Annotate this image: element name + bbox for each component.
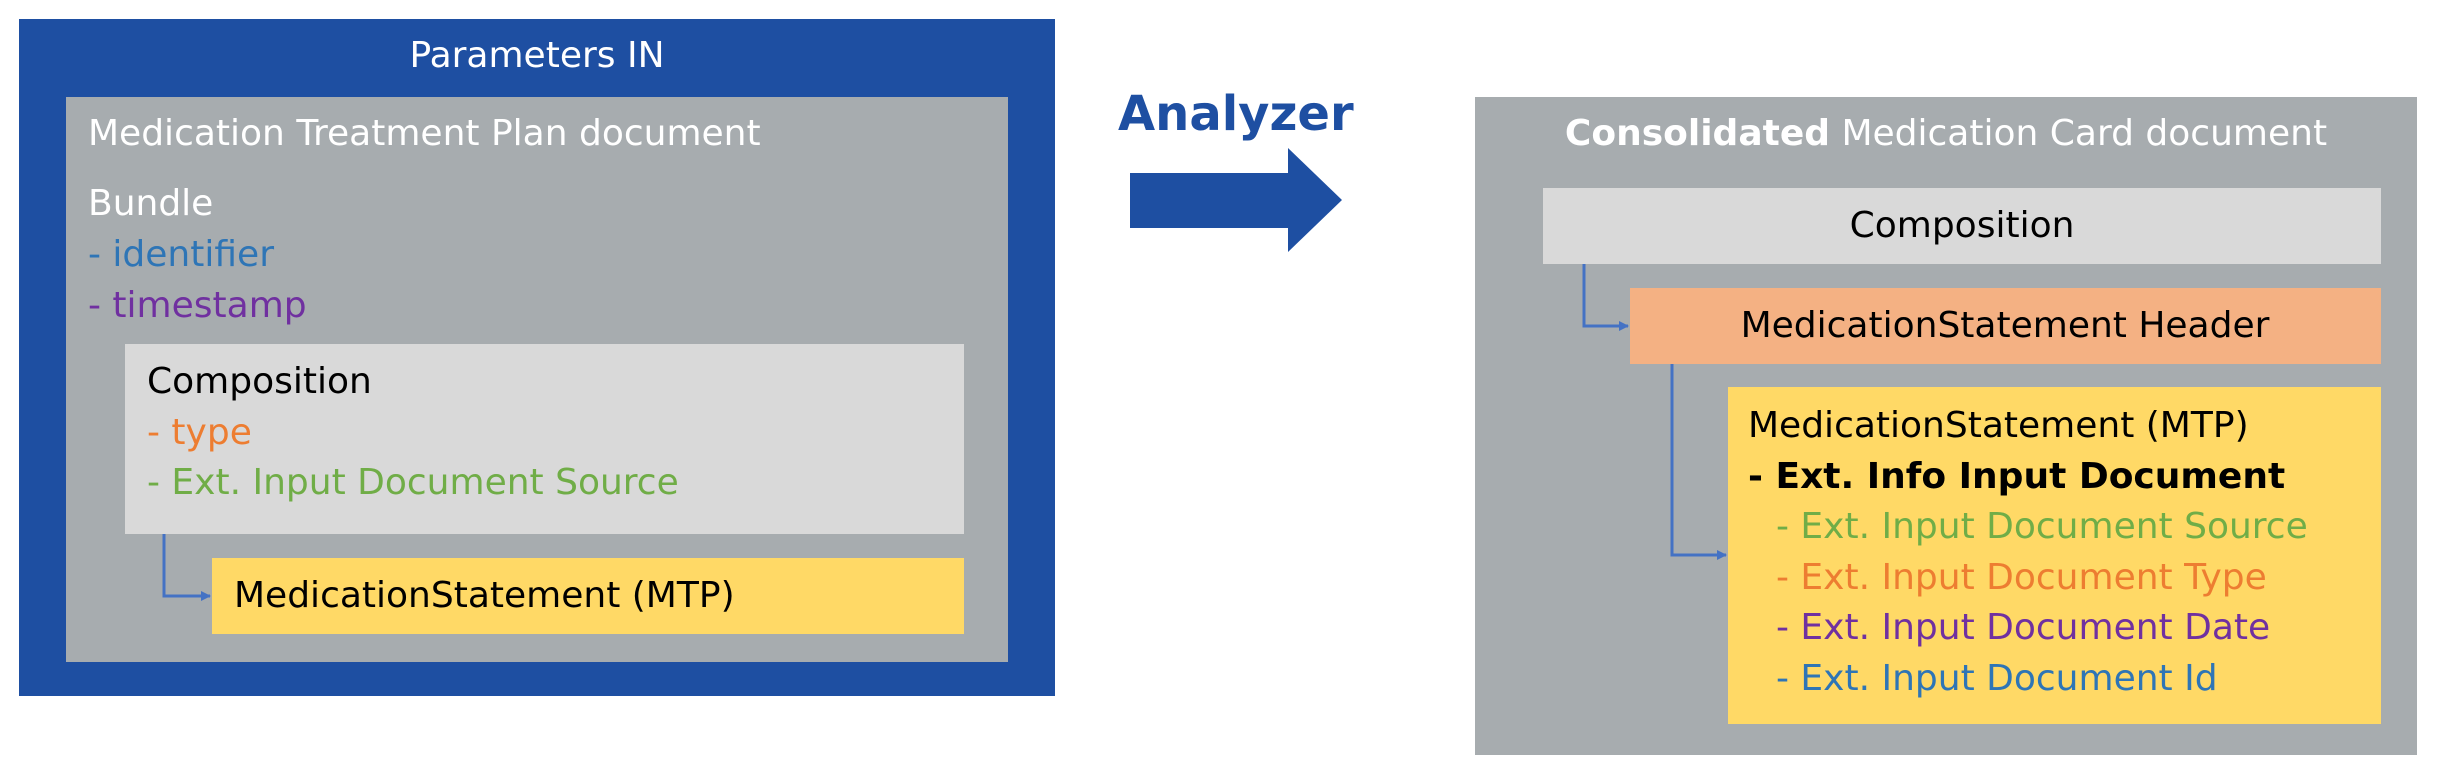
composition-label-left: Composition (147, 361, 372, 402)
consolidated-title-bold: Consolidated (1564, 113, 1831, 154)
composition-box-left (125, 344, 964, 534)
medication-statement-header-box (1630, 288, 2381, 364)
medication-statement-header-label: MedicationStatement Header (1740, 305, 2270, 346)
bundle-label: Bundle (88, 183, 214, 224)
medication-statement-label-left: MedicationStatement (MTP) (234, 575, 735, 616)
ext-input-document-type: - Ext. Input Document Type (1776, 557, 2267, 598)
consolidated-title: Consolidated Medication Card document (1565, 116, 2327, 152)
ext-info-input-document: - Ext. Info Input Document (1748, 456, 2286, 497)
composition-label-right: Composition (1849, 205, 2075, 246)
connector-composition-to-medstatement-left (162, 534, 211, 601)
medication-statement-box-left (212, 558, 964, 634)
composition-type-field: - type (147, 412, 252, 453)
parameters-in-title: Parameters IN (409, 35, 665, 76)
consolidated-title-rest: Medication Card document (1830, 113, 2328, 154)
bundle-identifier-field: - identifier (88, 234, 274, 275)
analyzer-label: Analyzer (1118, 86, 1354, 142)
analyzer-arrow-icon (1130, 148, 1342, 252)
medication-statement-label-right: MedicationStatement (MTP) (1748, 405, 2249, 446)
connector-composition-to-header-right (1582, 264, 1629, 331)
connector-header-to-medstatement-right (1670, 364, 1727, 560)
bundle-timestamp-field: - timestamp (88, 285, 307, 326)
composition-source-field: - Ext. Input Document Source (147, 462, 679, 503)
composition-box-right (1543, 188, 2381, 264)
medication-treatment-plan-title: Medication Treatment Plan document (88, 113, 761, 154)
ext-input-document-id: - Ext. Input Document Id (1776, 658, 2218, 699)
ext-input-document-source: - Ext. Input Document Source (1776, 506, 2308, 547)
ext-input-document-date: - Ext. Input Document Date (1776, 607, 2271, 648)
medication-statement-box-right (1728, 387, 2381, 724)
